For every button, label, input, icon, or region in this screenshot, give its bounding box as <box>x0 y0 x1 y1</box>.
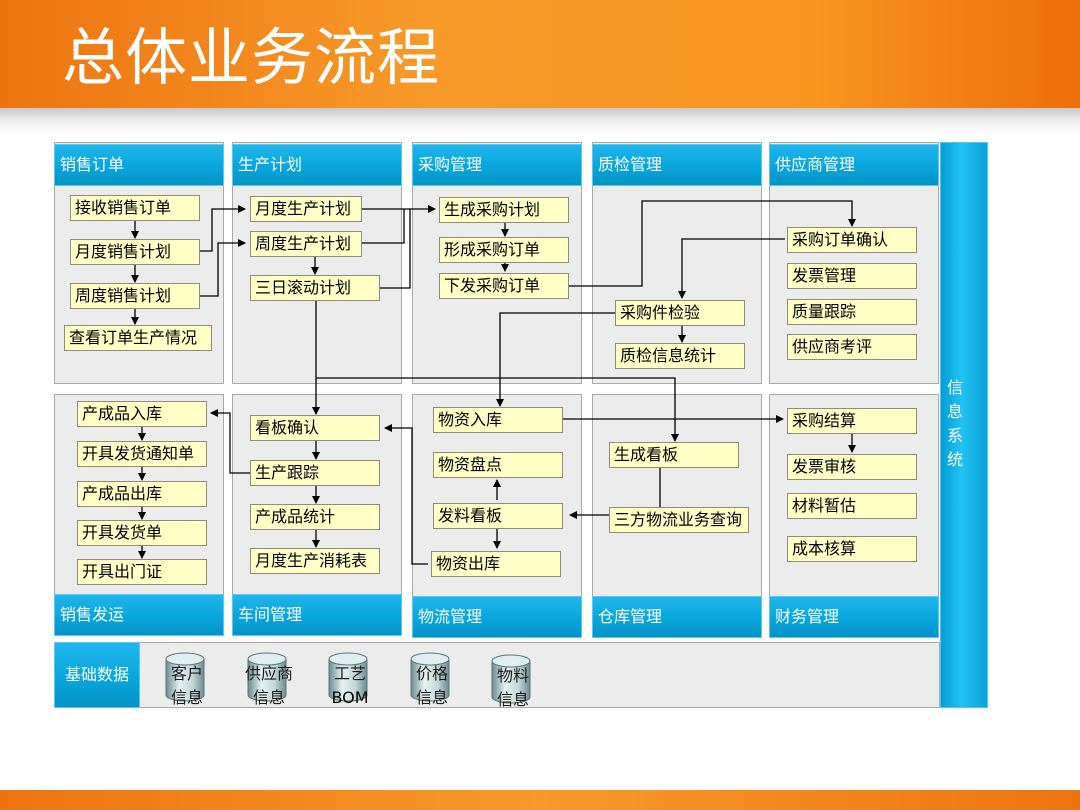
header-quality-mgmt: 质检管理 <box>592 144 762 186</box>
database-icon <box>410 652 450 702</box>
title-bar-shadow <box>0 108 1080 134</box>
db-line1: 价格 <box>415 664 448 683</box>
box-monthly-sales-plan: 月度销售计划 <box>70 239 200 265</box>
db-line2: BOM <box>331 688 369 707</box>
box-material-estimate: 材料暂估 <box>787 493 917 519</box>
box-quality-track: 质量跟踪 <box>787 299 917 325</box>
box-weekly-sales-plan: 周度销售计划 <box>70 283 200 309</box>
database-icon <box>328 652 368 702</box>
info-system-label: 信 息 系 统 <box>941 376 969 472</box>
box-issue-kanban: 发料看板 <box>433 503 563 529</box>
box-purchased-inspect: 采购件检验 <box>615 300 745 326</box>
box-material-out: 物资出库 <box>431 551 561 577</box>
box-weekly-prod-plan: 周度生产计划 <box>250 231 362 257</box>
db-line1: 物料 <box>496 666 529 685</box>
page-title: 总体业务流程 <box>62 21 441 94</box>
header-supplier-mgmt: 供应商管理 <box>769 144 939 186</box>
box-finished-out: 产成品出库 <box>77 481 207 507</box>
db-line2: 信息 <box>415 688 448 707</box>
box-invoice-audit: 发票审核 <box>787 454 917 480</box>
title-bar <box>0 0 1080 108</box>
db-customer-info: 客户信息 <box>165 652 205 707</box>
box-gen-kanban: 生成看板 <box>609 442 739 468</box>
box-tpl-query: 三方物流业务查询 <box>609 507 749 533</box>
info-system-text: 信 息 系 统 <box>946 378 963 469</box>
db-material-info: 物料信息 <box>491 654 531 709</box>
header-production-plan: 生产计划 <box>232 144 402 186</box>
header-sales-delivery: 销售发运 <box>54 594 224 636</box>
box-delivery-note: 开具发货单 <box>77 520 207 546</box>
box-po-confirm: 采购订单确认 <box>787 227 917 253</box>
box-supplier-eval: 供应商考评 <box>787 334 917 360</box>
footer-bar <box>0 790 1080 810</box>
database-icon <box>491 654 531 704</box>
box-invoice-mgmt: 发票管理 <box>787 263 917 289</box>
db-line2: 信息 <box>170 688 203 707</box>
box-exit-pass: 开具出门证 <box>77 559 207 585</box>
box-three-day-plan: 三日滚动计划 <box>250 275 380 301</box>
db-supplier-info: 供应商信息 <box>245 652 293 707</box>
header-warehouse-mgmt: 仓库管理 <box>592 596 762 638</box>
box-delivery-notice: 开具发货通知单 <box>77 441 207 467</box>
box-gen-purchase-plan: 生成采购计划 <box>439 197 569 223</box>
database-icon <box>165 652 205 702</box>
box-view-order-production: 查看订单生产情况 <box>64 325 212 351</box>
box-finished-in: 产成品入库 <box>77 401 207 427</box>
header-finance-mgmt: 财务管理 <box>769 596 939 638</box>
db-line1: 供应商 <box>244 664 293 683</box>
box-material-in: 物资入库 <box>433 407 563 433</box>
db-line2: 信息 <box>252 688 285 707</box>
box-form-purchase-order: 形成采购订单 <box>439 237 569 263</box>
header-logistics-mgmt: 物流管理 <box>412 596 582 638</box>
db-line1: 工艺 <box>333 664 366 683</box>
box-prod-track: 生产跟踪 <box>250 460 380 486</box>
header-sales-order: 销售订单 <box>54 144 224 186</box>
db-line2: 信息 <box>496 690 529 709</box>
base-data-label: 基础数据 <box>54 642 140 708</box>
box-monthly-prod-plan: 月度生产计划 <box>250 196 362 222</box>
db-price-info: 价格信息 <box>410 652 450 707</box>
box-finished-stats: 产成品统计 <box>250 504 380 530</box>
box-receive-order: 接收销售订单 <box>70 195 200 221</box>
header-purchase-mgmt: 采购管理 <box>412 144 582 186</box>
info-system-bar <box>940 142 988 708</box>
header-workshop-mgmt: 车间管理 <box>232 594 402 636</box>
box-monthly-consumption: 月度生产消耗表 <box>250 548 380 574</box>
database-icon <box>247 652 287 702</box>
box-purchase-settle: 采购结算 <box>787 408 917 434</box>
box-cost-accounting: 成本核算 <box>787 536 917 562</box>
db-process-bom: 工艺 BOM <box>328 652 369 707</box>
box-kanban-confirm: 看板确认 <box>250 415 380 441</box>
db-line1: 客户 <box>170 664 203 683</box>
box-issue-purchase-order: 下发采购订单 <box>439 273 569 299</box>
box-qc-stats: 质检信息统计 <box>615 343 745 369</box>
box-material-count: 物资盘点 <box>433 452 563 478</box>
